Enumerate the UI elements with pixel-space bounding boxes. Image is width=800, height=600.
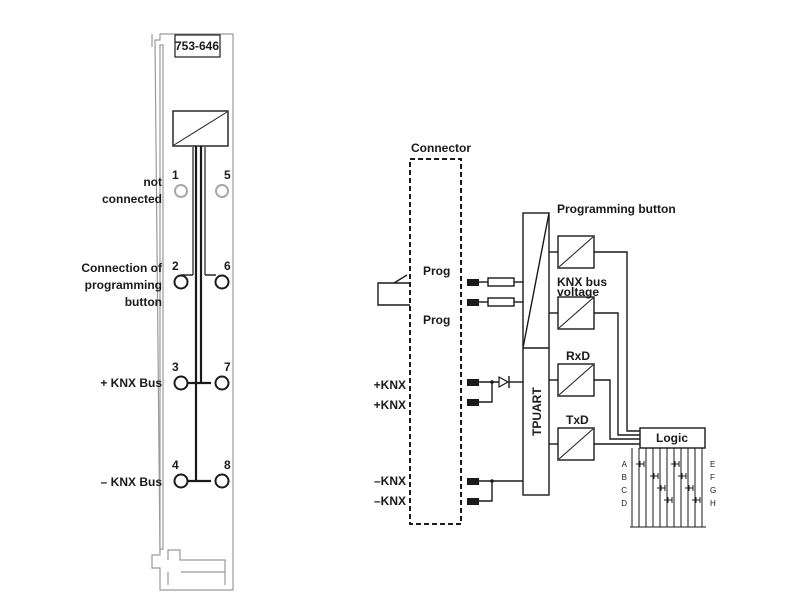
led-label-b: B (622, 473, 627, 482)
prog-resistors (479, 277, 523, 307)
tpuart-label: TPUART (530, 387, 544, 436)
module-id: 753-646 (175, 39, 219, 53)
led-label-f: F (710, 473, 715, 482)
terminal-7 (214, 375, 230, 391)
pin-label-knx-plus-1: +KNX (374, 378, 406, 392)
pin-label-prog-1: Prog (423, 264, 450, 278)
label-txd: TxD (566, 413, 589, 427)
module-id-box (174, 34, 221, 58)
programming-switch-wire (377, 282, 410, 306)
label-programming-1: Connection of (81, 261, 163, 275)
label-knx-plus: + KNX Bus (100, 376, 162, 390)
terminal-number-3: 3 (172, 360, 179, 374)
connector-pin-labels: Prog Prog +KNX +KNX –KNX –KNX (374, 264, 451, 508)
logic-connections (594, 251, 640, 445)
terminal-number-7: 7 (224, 360, 231, 374)
connector-label: Connector (411, 141, 471, 155)
led-label-h: H (710, 499, 716, 508)
terminals (173, 184, 230, 489)
pin-label-knx-minus-2: –KNX (374, 494, 406, 508)
knx-minus-wiring (479, 479, 523, 502)
terminal-3 (173, 375, 189, 391)
terminal-number-4: 4 (172, 458, 179, 472)
terminal-descriptions: not connected Connection of programming … (81, 175, 163, 489)
connector-box (409, 158, 462, 525)
tpuart-connections (549, 251, 558, 445)
programming-switch-contact (393, 274, 408, 284)
connector-plugs (467, 279, 479, 505)
led-label-c: C (621, 486, 627, 495)
label-programming-button: Programming button (557, 202, 676, 216)
pin-label-prog-2: Prog (423, 313, 450, 327)
converter-labels: Programming button KNX bus voltage RxD T… (557, 202, 676, 427)
terminal-5 (215, 184, 229, 198)
terminal-2 (173, 274, 189, 290)
label-knx-bus-voltage-1: KNX bus (557, 275, 607, 289)
module-internal-wiring (181, 146, 216, 483)
terminal-number-1: 1 (172, 168, 179, 182)
logic-box (639, 427, 706, 449)
label-knx-bus-voltage-2: voltage (557, 285, 599, 299)
led-label-e: E (710, 460, 715, 469)
terminal-number-6: 6 (224, 259, 231, 273)
converter-symbol-module (172, 110, 229, 147)
module-outline (151, 33, 234, 591)
label-not-connected-2: connected (102, 192, 162, 206)
led-label-g: G (710, 486, 716, 495)
terminal-6 (214, 274, 230, 290)
label-rxd: RxD (566, 349, 590, 363)
pin-label-knx-plus-2: +KNX (374, 398, 406, 412)
pin-label-knx-minus-1: –KNX (374, 474, 406, 488)
terminal-4 (173, 473, 189, 489)
logic-label: Logic (656, 431, 688, 445)
terminal-number-2: 2 (172, 259, 179, 273)
label-not-connected-1: not (143, 175, 162, 189)
label-programming-3: button (125, 295, 162, 309)
terminal-1 (174, 184, 188, 198)
knx-plus-diode (479, 375, 523, 403)
converter-blocks (557, 235, 595, 461)
label-programming-2: programming (85, 278, 162, 292)
tpuart-block (522, 212, 550, 496)
terminal-number-5: 5 (224, 168, 231, 182)
label-knx-minus: – KNX Bus (101, 475, 163, 489)
terminal-numbers: 1 5 2 6 3 7 4 8 (172, 168, 231, 472)
led-label-a: A (622, 460, 628, 469)
led-label-d: D (621, 499, 627, 508)
led-outputs (630, 448, 706, 528)
terminal-number-8: 8 (224, 458, 231, 472)
led-labels: A B C D E F G H (621, 460, 716, 508)
terminal-8 (214, 473, 230, 489)
